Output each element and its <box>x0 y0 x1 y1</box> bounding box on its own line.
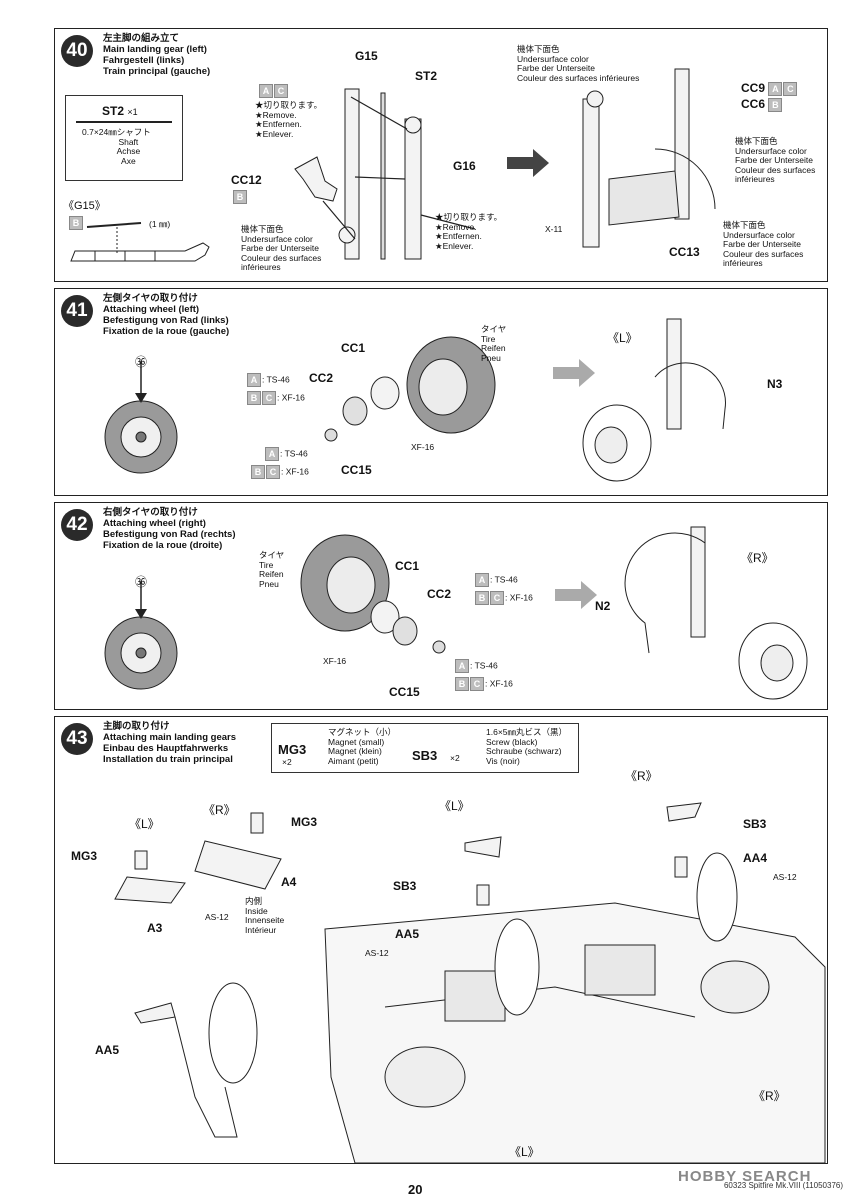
step-42-drawing <box>104 526 808 700</box>
mg3-name: MG3 <box>278 742 307 757</box>
part-cc15: CC15 <box>341 463 372 477</box>
cc12-tag: B <box>233 189 248 204</box>
part-mg3-right: MG3 <box>291 815 318 829</box>
side-label-r-small: 《R》 <box>203 803 236 817</box>
step-40-drawing <box>70 68 716 262</box>
side-label-right: 《R》 <box>741 551 774 565</box>
part-cc12: CC12 <box>231 173 262 187</box>
as12-note-small: AS-12 <box>205 912 229 922</box>
side-label-r-bottom: 《R》 <box>753 1089 786 1103</box>
part-st2: ST2 <box>415 69 438 83</box>
part-x11: X-11 <box>545 224 563 234</box>
part-cc1: CC1 <box>341 341 366 355</box>
drill-size: (1 ㎜) <box>149 219 171 229</box>
side-label-l-bottom: 《L》 <box>509 1145 540 1159</box>
part-g16: G16 <box>453 159 476 173</box>
step-43-drawing <box>114 802 826 1163</box>
cc15-paint-ts46: A: TS-46 <box>265 447 308 461</box>
part-cc2: CC2 <box>309 371 334 385</box>
part-mg3-left: MG3 <box>71 849 98 863</box>
part-a4: A4 <box>281 875 297 889</box>
g15-detail-tag: B <box>69 215 84 230</box>
page-number: 20 <box>408 1182 423 1197</box>
mg3-desc: マグネット（小）Magnet (small) Magnet (klein)Aim… <box>328 727 397 766</box>
cc2-paint-ts46: TS-46A: TS-46 <box>247 373 290 387</box>
shaft-drawing <box>76 121 172 123</box>
part-cc2: CC2 <box>427 587 452 601</box>
xf16-note: XF-16 <box>323 656 347 666</box>
watermark: HOBBY SEARCH <box>678 1168 812 1185</box>
side-label-left: 《L》 <box>607 331 638 345</box>
sb3-qty: ×2 <box>450 753 460 763</box>
side-label-r-main: 《R》 <box>625 769 658 783</box>
mg3-qty: ×2 <box>282 757 292 767</box>
sb3-desc: 1.6×5㎜丸ビス（黒）Screw (black) Schraube (schw… <box>486 727 568 766</box>
part-g15: G15 <box>355 49 378 63</box>
step-number-badge: 42 <box>61 509 93 541</box>
cc15-paint-ts46: A: TS-46 <box>455 659 498 673</box>
part-aa5-detail: AA5 <box>95 1043 120 1057</box>
side-label-l-small: 《L》 <box>129 817 160 831</box>
g15-detail-label: 《G15》 <box>63 200 106 212</box>
part-a3: A3 <box>147 921 163 935</box>
as12-note-left: AS-12 <box>365 948 389 958</box>
remove-note-top: ★切り取ります。★Remove. ★Entfernen.★Enlever. <box>255 100 323 139</box>
part-cc6: CC6 B <box>741 97 783 112</box>
step-41-drawing <box>104 318 726 482</box>
part-n2: N2 <box>595 599 611 613</box>
part-aa5-main: AA5 <box>395 927 420 941</box>
part-cc13: CC13 <box>669 245 700 259</box>
st2-spec: 0.7×24㎜シャフト Shaft Achse Axe <box>82 127 151 166</box>
xf16-note: XF-16 <box>411 442 435 452</box>
as12-note-right: AS-12 <box>773 872 797 882</box>
part-n3: N3 <box>767 377 783 391</box>
st2-shaft-box: ST2 ×1 0.7×24㎜シャフト Shaft Achse Axe <box>65 95 183 181</box>
sb3-name: SB3 <box>412 748 438 763</box>
step-number-badge: 43 <box>61 723 93 755</box>
st2-name: ST2 ×1 <box>102 104 138 118</box>
part-sb3-right: SB3 <box>743 817 767 831</box>
side-label-l-main: 《L》 <box>439 799 470 813</box>
part-cc1: CC1 <box>395 559 420 573</box>
step-number-badge: 41 <box>61 295 93 327</box>
cc1-paint-ts46: A: TS-46 <box>475 573 518 587</box>
footer-caption: 60323 Spitfire Mk.VIII (11050376) <box>723 1181 843 1190</box>
step-number-badge: 40 <box>61 35 93 67</box>
part-aa4: AA4 <box>743 851 768 865</box>
remove-note-bottom: ★切り取ります。★Remove. ★Entfernen.★Enlever. <box>435 212 503 251</box>
part-sb3-left: SB3 <box>393 879 417 893</box>
hardware-box: MG3 ×2 マグネット（小）Magnet (small) Magnet (kl… <box>271 723 579 773</box>
part-cc15: CC15 <box>389 685 420 699</box>
